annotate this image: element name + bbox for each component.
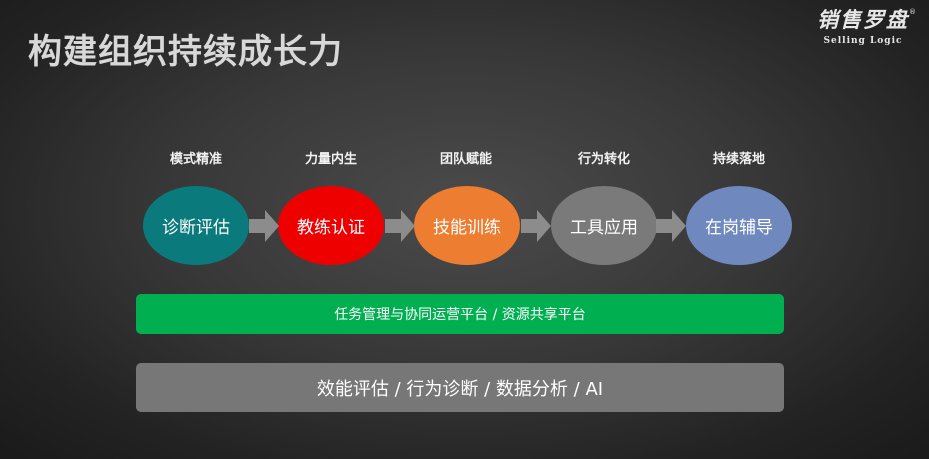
step-oval-on-job-coaching: 在岗辅导 — [686, 186, 792, 265]
step-label-5: 持续落地 — [712, 152, 765, 167]
arrow-right-icon — [385, 210, 415, 242]
brand-logo: 销售罗盘 ® Selling Logic — [808, 8, 918, 56]
step-label-3: 团队赋能 — [439, 152, 492, 167]
platform-bar: 任务管理与协同运营平台 / 资源共享平台 — [136, 294, 784, 334]
registered-mark: ® — [909, 8, 916, 16]
logo-english-text: Selling Logic — [823, 36, 903, 46]
step-oval-skill-training: 技能训练 — [414, 186, 520, 265]
arrow-right-icon — [249, 210, 279, 242]
step-oval-coach-certification: 教练认证 — [278, 186, 384, 265]
logo-chinese-text: 销售罗盘 — [817, 7, 909, 32]
step-label-2: 力量内生 — [304, 152, 357, 167]
step-label-4: 行为转化 — [577, 152, 630, 167]
analytics-bar: 效能评估 / 行为诊断 / 数据分析 / AI — [136, 363, 784, 412]
step-oval-tool-application: 工具应用 — [551, 186, 657, 265]
page-title: 构建组织持续成长力 — [28, 32, 343, 72]
step-oval-diagnosis: 诊断评估 — [143, 186, 249, 265]
arrow-right-icon — [521, 210, 551, 242]
step-label-1: 模式精准 — [169, 152, 222, 167]
arrow-right-icon — [656, 210, 686, 242]
